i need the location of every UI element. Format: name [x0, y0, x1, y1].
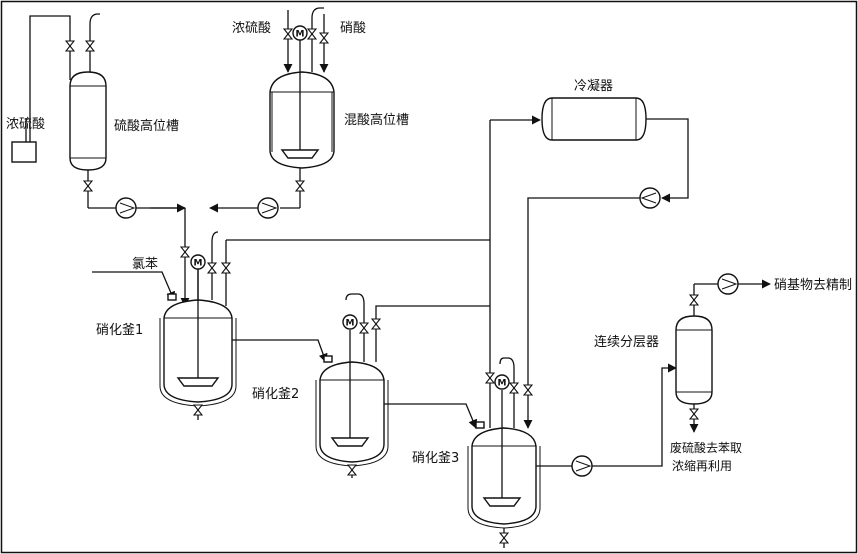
reactor3-vent-hook — [499, 357, 515, 428]
reactor2-vent-hook — [345, 293, 365, 362]
valve-reactor3-drain[interactable] — [499, 532, 509, 544]
reactor1-vent-hook — [211, 231, 219, 300]
label-sulfuric-head-tank: 硫酸高位槽 — [114, 118, 179, 134]
condensate-to-reactor3 — [523, 197, 640, 429]
label-waste-acid-1: 废硫酸去苯取 — [670, 440, 742, 455]
continuous-separator — [675, 315, 713, 405]
valve-reactor2-vapor[interactable] — [371, 318, 381, 330]
nitration-reactor-3 — [467, 390, 541, 529]
valve-reactor2-vent[interactable] — [359, 322, 369, 334]
pump-condensate[interactable] — [639, 187, 661, 209]
agitator-motor-mixer — [292, 25, 308, 41]
label-reactor-2: 硝化釜2 — [252, 387, 299, 402]
valve-reactor3-vent[interactable] — [485, 372, 495, 384]
condensate-return — [646, 118, 689, 203]
label-conc-sulfuric-left: 浓硫酸 — [6, 117, 45, 132]
svg-text:M: M — [194, 259, 203, 269]
condenser — [541, 97, 647, 141]
valve-separator-top[interactable] — [689, 294, 699, 306]
sulfuric-head-tank — [69, 71, 107, 171]
valve-sulfuric-feed[interactable] — [65, 40, 75, 52]
svg-text:M: M — [296, 30, 305, 40]
label-waste-acid-2: 浓缩再利用 — [672, 458, 732, 473]
valve-acid-reactor1[interactable] — [180, 246, 190, 258]
valve-condensate-reactor3[interactable] — [523, 384, 533, 396]
sulfuric-acid-drum — [11, 118, 37, 163]
valve-sulfuric-tank-outlet[interactable] — [83, 180, 93, 192]
pump-nitro-product[interactable] — [717, 273, 739, 295]
valve-reactor2-drain[interactable] — [347, 464, 357, 476]
nitration-reactor-2 — [315, 330, 389, 467]
svg-text:M: M — [498, 379, 507, 389]
chlorobenzene-feed-line — [92, 271, 175, 301]
valve-separator-bottom[interactable] — [689, 408, 699, 420]
pump-mixed-acid[interactable] — [257, 197, 279, 219]
mixed-acid-head-tank — [269, 71, 335, 169]
valve-reactor3-top[interactable] — [509, 382, 519, 394]
overflow-r2-to-r3 — [384, 403, 478, 429]
valve-vent-reactor1[interactable] — [221, 262, 231, 274]
label-condenser: 冷凝器 — [574, 78, 613, 94]
valve-mixer-outlet[interactable] — [295, 180, 305, 192]
agitator-motor-reactor2 — [342, 314, 358, 330]
valve-conc-sulfuric-inlet[interactable] — [283, 28, 293, 40]
valve-reactor1-drain[interactable] — [193, 404, 203, 416]
label-nitro-product: 硝基物去精制 — [774, 278, 852, 293]
label-mixed-acid-head-tank: 混酸高位槽 — [344, 112, 409, 128]
valve-mixer-vent[interactable] — [307, 28, 317, 40]
overflow-r1-to-r2 — [232, 339, 328, 363]
sulfuric-feed-line — [29, 15, 71, 122]
agitator-motor-reactor3 — [494, 374, 510, 390]
pump-sulfuric[interactable] — [115, 197, 137, 219]
pump-to-separator[interactable] — [571, 455, 593, 477]
label-separator: 连续分层器 — [594, 334, 659, 350]
nitration-reactor-1 — [159, 270, 237, 407]
valve-reactor1-top[interactable] — [207, 262, 217, 274]
reactor3-to-separator-line — [592, 363, 677, 467]
label-nitric-acid: 硝酸 — [340, 21, 366, 36]
reactor2-vapor-line — [375, 305, 490, 362]
label-conc-sulfuric-top: 浓硫酸 — [232, 21, 271, 36]
label-reactor-3: 硝化釜3 — [412, 451, 459, 466]
label-chlorobenzene: 氯苯 — [132, 257, 158, 272]
valve-sulfuric-vent[interactable] — [85, 40, 95, 52]
mixer-vent-line — [311, 7, 324, 72]
svg-text:M: M — [346, 319, 355, 329]
valve-nitric-inlet[interactable] — [319, 32, 329, 44]
label-reactor-1: 硝化釜1 — [96, 323, 143, 338]
sulfuric-tank-vent — [89, 13, 100, 80]
